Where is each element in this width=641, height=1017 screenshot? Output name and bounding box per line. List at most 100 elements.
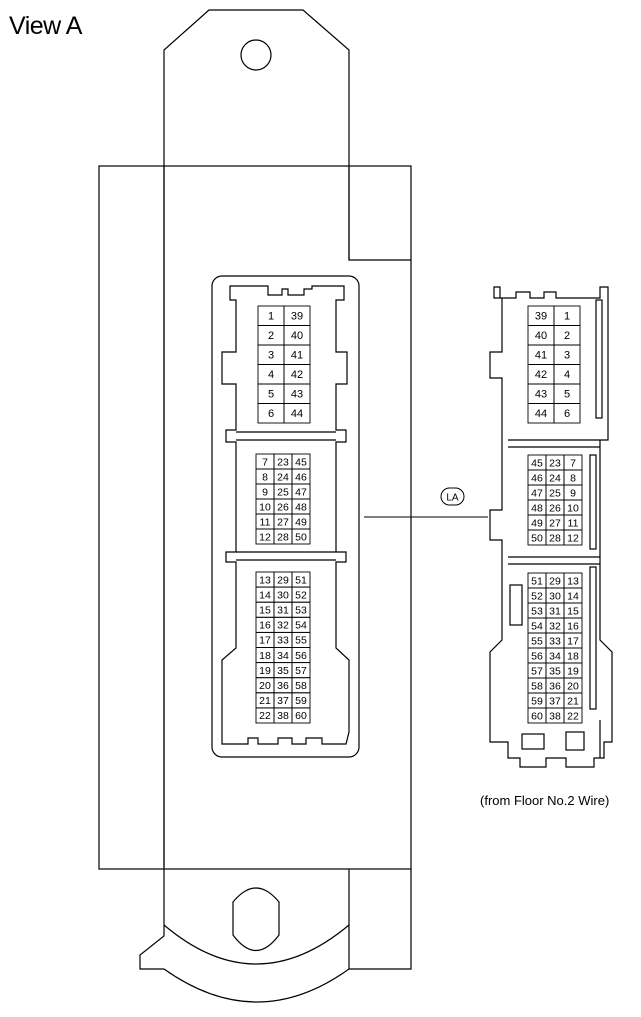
pin-number: 10 (259, 501, 271, 513)
pin-number: 9 (262, 486, 268, 498)
pin-number: 22 (567, 710, 579, 722)
pin-number: 48 (295, 501, 307, 513)
callout-bubble (440, 487, 465, 506)
pin-number: 51 (531, 575, 543, 587)
pin-number: 28 (277, 531, 289, 543)
pin-number: 50 (531, 532, 543, 544)
pin-number: 25 (549, 487, 561, 499)
pin-number: 5 (564, 389, 570, 401)
pin-number: 44 (535, 408, 547, 420)
pin-number: 6 (564, 408, 570, 420)
pin-number: 6 (268, 408, 274, 420)
pin-number: 41 (291, 350, 303, 362)
pin-number: 2 (268, 330, 274, 342)
pin-number: 33 (549, 635, 561, 647)
pin-number: 28 (549, 532, 561, 544)
pin-number: 19 (259, 665, 271, 677)
pin-number: 39 (535, 311, 547, 323)
pin-number: 12 (259, 531, 271, 543)
pin-number: 13 (259, 574, 271, 586)
pin-number: 34 (277, 650, 289, 662)
pin-number: 8 (262, 471, 268, 483)
pin-number: 26 (277, 501, 289, 513)
pin-number: 22 (259, 710, 271, 722)
pin-number: 40 (291, 330, 303, 342)
pin-number: 46 (295, 471, 307, 483)
pin-number: 54 (531, 620, 543, 632)
left-connector (211, 275, 360, 758)
pin-number: 24 (277, 471, 289, 483)
pin-number: 16 (567, 620, 579, 632)
pin-number: 4 (564, 369, 570, 381)
pin-number: 33 (277, 635, 289, 647)
right-connector (489, 286, 613, 768)
pin-number: 45 (295, 456, 307, 468)
pin-number: 15 (259, 605, 271, 617)
pin-number: 8 (570, 472, 576, 484)
pin-number: 49 (295, 516, 307, 528)
pin-number: 31 (549, 605, 561, 617)
pin-number: 29 (549, 575, 561, 587)
pin-number: 35 (549, 665, 561, 677)
left-connector-housing (221, 285, 350, 745)
pin-cell (553, 403, 581, 424)
pin-number: 57 (295, 665, 307, 677)
pin-number: 30 (549, 590, 561, 602)
pin-number: 27 (549, 517, 561, 529)
pin-number: 13 (567, 575, 579, 587)
pin-cell (291, 528, 311, 545)
pin-number: 14 (259, 589, 271, 601)
pin-number: 14 (567, 590, 579, 602)
pin-number: 20 (567, 680, 579, 692)
lower-bracket (139, 869, 412, 1003)
connector-callout: LA (440, 487, 465, 506)
pin-number: 58 (531, 680, 543, 692)
pin-number: 60 (531, 710, 543, 722)
pin-number: 10 (567, 502, 579, 514)
pin-number: 17 (259, 635, 271, 647)
pin-number: 47 (295, 486, 307, 498)
pin-number: 59 (295, 695, 307, 707)
pin-number: 36 (277, 680, 289, 692)
pin-number: 15 (567, 605, 579, 617)
pin-number: 55 (295, 635, 307, 647)
pin-number: 32 (277, 620, 289, 632)
pin-number: 3 (564, 350, 570, 362)
pin-number: 47 (531, 487, 543, 499)
pin-number: 42 (291, 369, 303, 381)
pin-number: 16 (259, 620, 271, 632)
right-connector-housing (489, 286, 613, 768)
pin-number: 35 (277, 665, 289, 677)
pin-number: 3 (268, 350, 274, 362)
pin-number: 12 (567, 532, 579, 544)
pin-number: 53 (295, 605, 307, 617)
pin-number: 55 (531, 635, 543, 647)
pin-number: 54 (295, 620, 307, 632)
pin-number: 36 (549, 680, 561, 692)
left-connector-outer-frame (211, 275, 360, 758)
pin-number: 4 (268, 369, 274, 381)
pin-number: 43 (535, 389, 547, 401)
pin-cell (563, 707, 583, 724)
pin-number: 7 (570, 457, 576, 469)
pin-number: 18 (567, 650, 579, 662)
pin-number: 40 (535, 330, 547, 342)
pin-number: 17 (567, 635, 579, 647)
pin-number: 39 (291, 311, 303, 323)
pin-number: 52 (531, 590, 543, 602)
pin-number: 11 (568, 517, 579, 529)
pin-number: 37 (277, 695, 289, 707)
pin-number: 34 (549, 650, 561, 662)
lower-mount-slot (232, 887, 280, 951)
pin-number: 18 (259, 650, 271, 662)
pin-number: 53 (531, 605, 543, 617)
harness-caption: (from Floor No.2 Wire) (480, 793, 610, 808)
pin-number: 51 (295, 574, 307, 586)
